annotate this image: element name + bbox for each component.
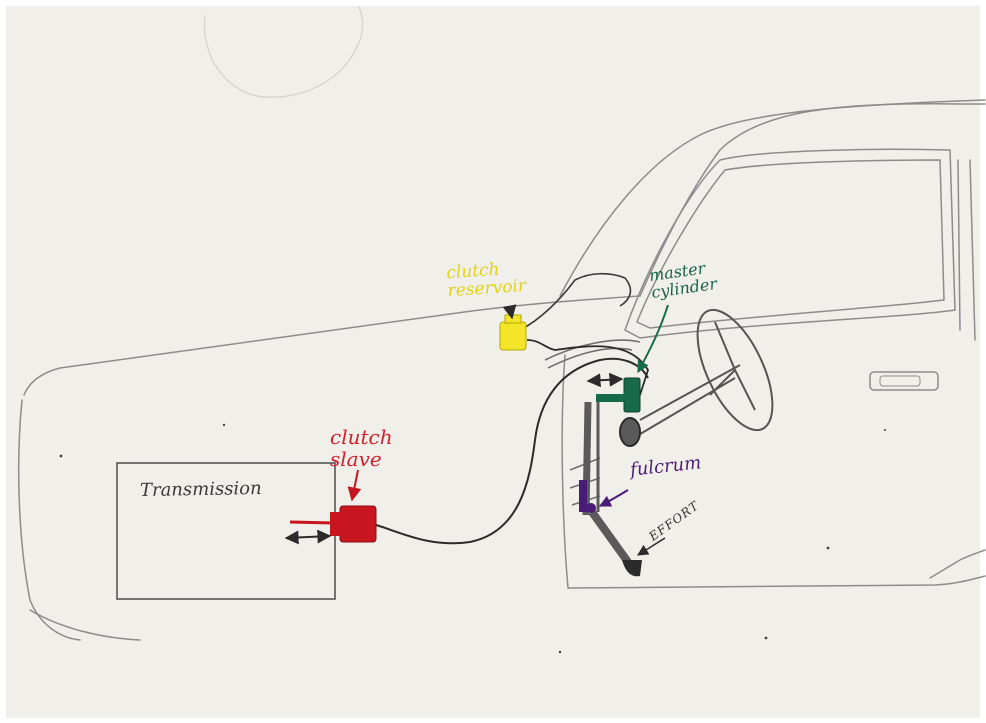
- clutch-reservoir-label: clutch reservoir: [446, 259, 543, 301]
- transmission-label: Transmission: [140, 480, 262, 500]
- paper-sheet: [6, 6, 980, 718]
- clutch-slave-label: clutch slave: [330, 426, 425, 470]
